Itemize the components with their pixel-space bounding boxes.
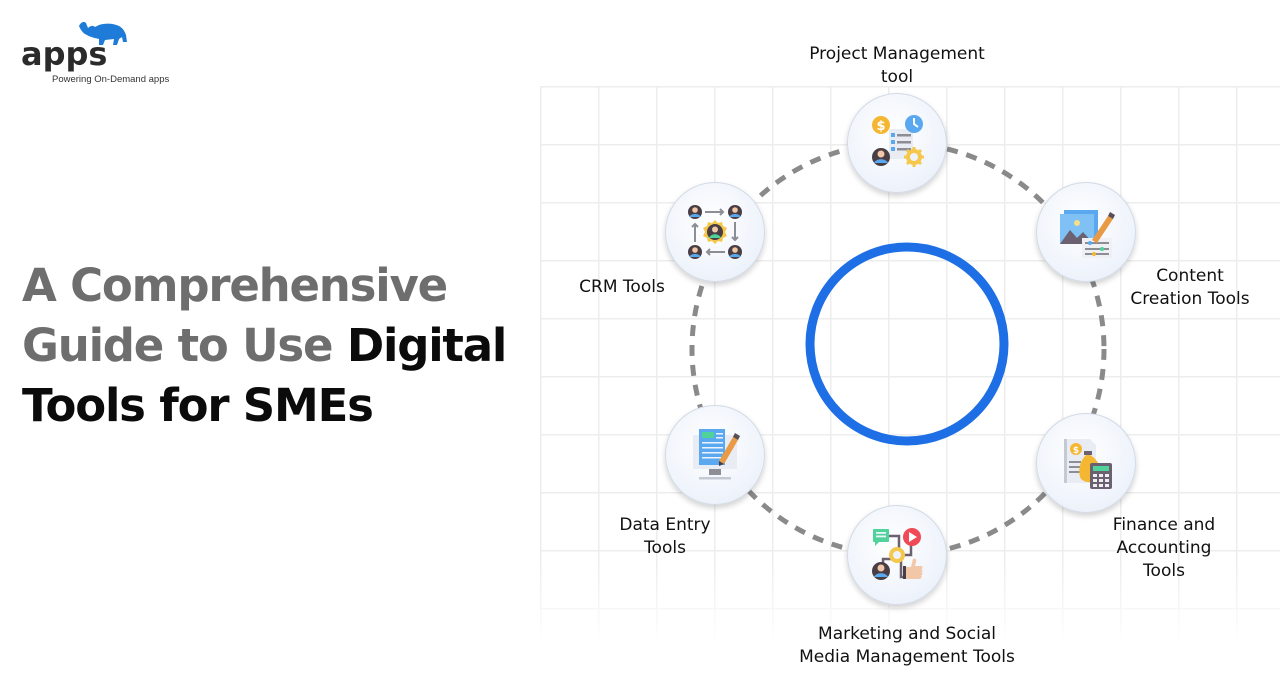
center-ring xyxy=(805,242,1009,446)
rhino-icon xyxy=(79,22,127,45)
node-project-management[interactable]: $ xyxy=(847,93,947,193)
label-finance-accounting: Finance and Accounting Tools xyxy=(1112,515,1216,581)
title-line-1: A Comprehensive xyxy=(22,259,448,312)
brand-logo[interactable]: apps Powering On-Demand apps xyxy=(20,18,190,88)
data-entry-icon xyxy=(693,429,740,480)
logo-wordmark: apps xyxy=(21,35,108,73)
page-title: A Comprehensive Guide to Use Digital Too… xyxy=(22,256,508,436)
title-line-2: Guide to Use Digital xyxy=(22,316,508,376)
title-line-3: Tools for SMEs xyxy=(22,379,374,432)
label-project-management: Project Management tool xyxy=(809,44,985,87)
project-management-icon: $ xyxy=(872,115,924,167)
title-line-2-strong: Digital xyxy=(346,319,508,372)
logo-tagline: Powering On-Demand apps xyxy=(52,74,170,85)
finance-accounting-icon: $ xyxy=(1064,439,1112,489)
label-content-creation: Content Creation Tools xyxy=(1130,266,1250,309)
svg-text:$: $ xyxy=(1073,446,1079,456)
node-data-entry[interactable] xyxy=(665,405,765,505)
node-marketing-social[interactable] xyxy=(847,505,947,605)
title-line-2-muted: Guide to Use xyxy=(22,319,347,372)
node-crm[interactable] xyxy=(665,182,765,282)
node-finance-accounting[interactable]: $ xyxy=(1036,413,1136,513)
label-crm: CRM Tools xyxy=(579,277,665,297)
label-data-entry: Data Entry Tools xyxy=(619,515,711,558)
node-content-creation[interactable] xyxy=(1036,182,1136,282)
svg-text:$: $ xyxy=(876,119,885,134)
crm-icon xyxy=(688,205,742,259)
content-creation-icon xyxy=(1060,210,1115,258)
marketing-social-icon xyxy=(872,528,923,580)
label-marketing-social: Marketing and Social Media Management To… xyxy=(799,624,1015,667)
